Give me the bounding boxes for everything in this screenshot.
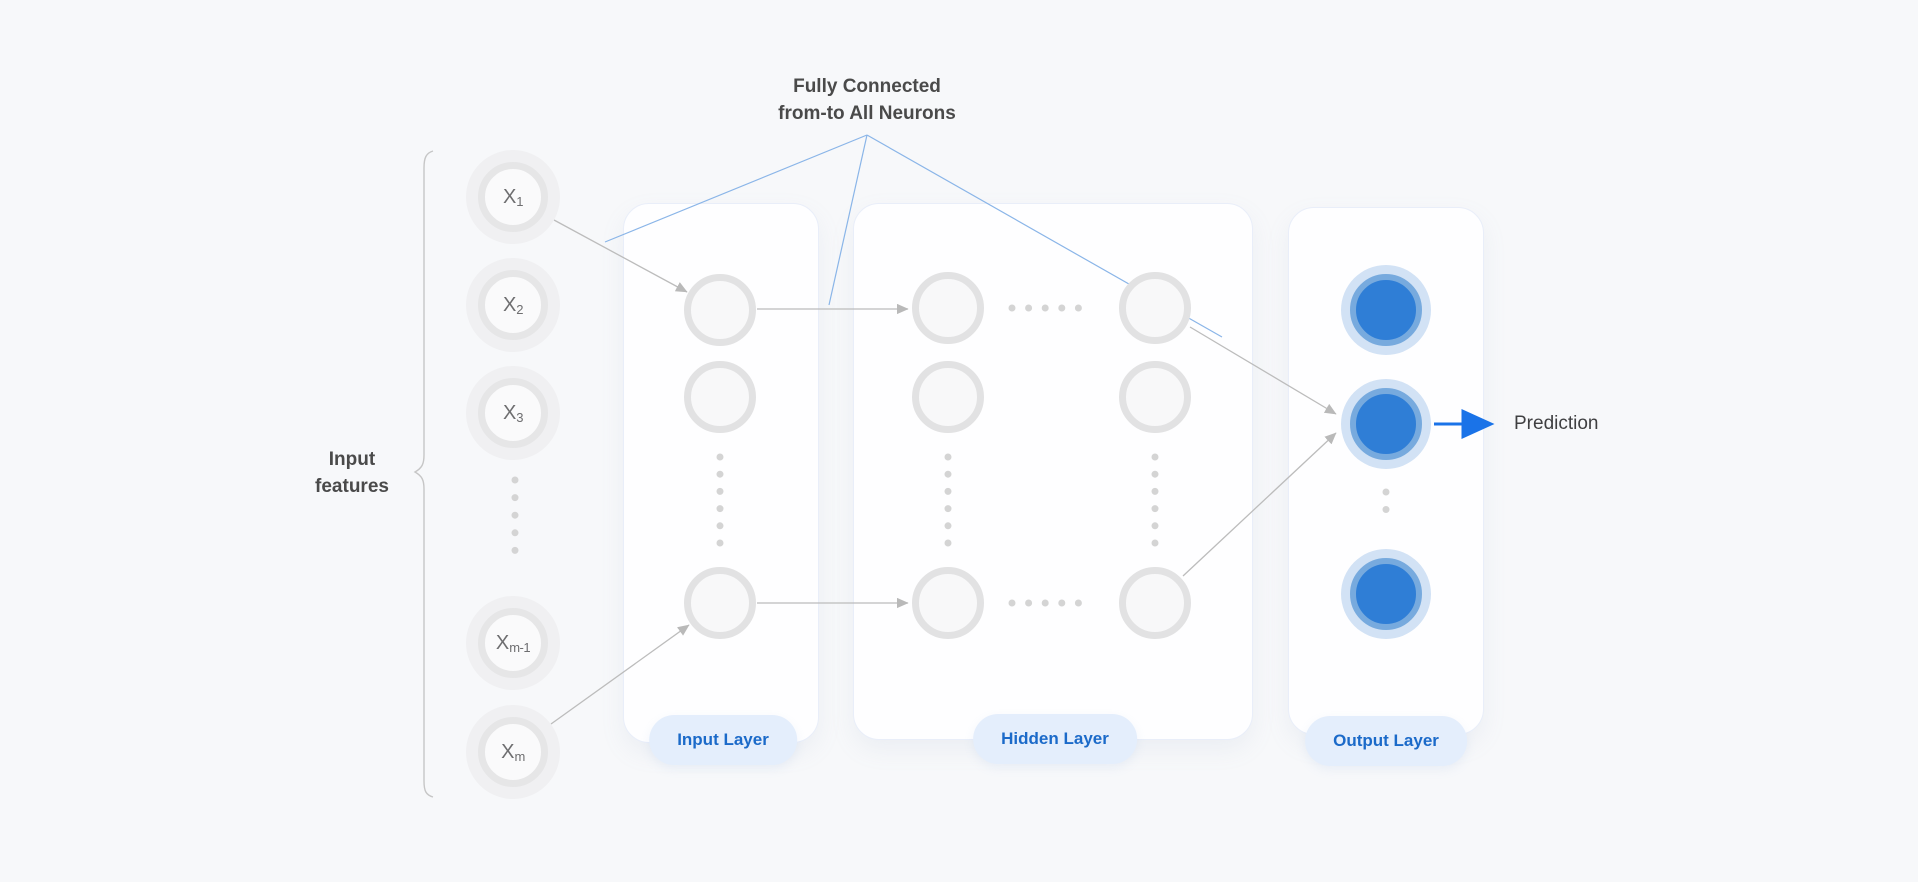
hidden-layer-neuron (912, 361, 984, 433)
input-layer-neuron (684, 567, 756, 639)
input-features-label: Input features (315, 446, 389, 500)
output-layer-neuron (1350, 274, 1422, 346)
output-layer-neuron (1350, 388, 1422, 460)
fully-connected-annotation: Fully Connected from-to All Neurons (778, 73, 956, 127)
hidden-layer-badge: Hidden Layer (973, 714, 1137, 764)
input-feature-label-x1: X1 (502, 185, 524, 209)
output-layer-badge: Output Layer (1305, 716, 1467, 766)
hidden-layer-neuron (1119, 272, 1191, 344)
input-features-brace (413, 150, 434, 798)
input-layer-neuron (684, 274, 756, 346)
input-feature-label-x2: X2 (502, 293, 524, 317)
input-feature-node-x3: X3 (478, 378, 548, 448)
annotation-line-1: Fully Connected (793, 76, 941, 97)
input-feature-label-x3: X3 (502, 401, 524, 425)
input-features-line-2: features (315, 476, 389, 497)
ellipsis-dots (511, 304, 1390, 607)
hidden-layer-neuron (1119, 361, 1191, 433)
input-feature-node-xm1: Xm-1 (478, 608, 548, 678)
annotation-line-2: from-to All Neurons (778, 103, 956, 124)
input-features-line-1: Input (328, 449, 376, 470)
output-layer-neuron (1350, 558, 1422, 630)
hidden-layer-neuron (912, 567, 984, 639)
input-feature-node-x2: X2 (478, 270, 548, 340)
input-feature-label-xm: Xm (501, 740, 525, 764)
arrow-x1-to-input (553, 219, 688, 293)
input-feature-node-xm: Xm (478, 717, 548, 787)
hidden-layer-neuron (1119, 567, 1191, 639)
hidden-layer-neuron (912, 272, 984, 344)
input-layer-badge: Input Layer (649, 715, 797, 765)
arrow-hidden-top-to-output (1189, 326, 1337, 415)
input-feature-node-x1: X1 (478, 162, 548, 232)
arrow-xm-to-input (550, 624, 690, 725)
input-feature-label-xm1: Xm-1 (495, 631, 531, 655)
gray-connection-arrows (550, 219, 1337, 725)
prediction-label: Prediction (1514, 413, 1599, 434)
arrow-hidden-bottom-to-output (1182, 432, 1337, 577)
input-layer-neuron (684, 361, 756, 433)
